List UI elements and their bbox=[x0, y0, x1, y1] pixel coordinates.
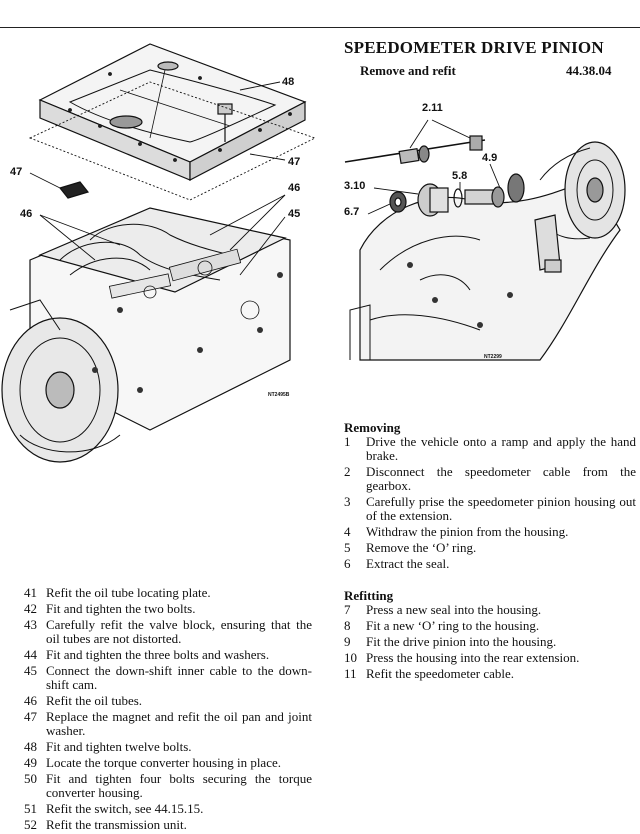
callout-45: 45 bbox=[288, 208, 301, 220]
callout-4-9: 4.9 bbox=[482, 152, 498, 164]
callout-6-7: 6.7 bbox=[344, 206, 360, 218]
callout-47-pan: 47 bbox=[288, 156, 301, 168]
operation-code: 44.38.04 bbox=[566, 63, 612, 78]
callout-46-left: 46 bbox=[20, 208, 33, 220]
operation-label: Remove and refit bbox=[360, 63, 456, 78]
callout-5-8: 5.8 bbox=[452, 170, 468, 182]
right-figure-reference: NT2299 bbox=[484, 354, 502, 360]
page-title: SPEEDOMETER DRIVE PINION bbox=[344, 38, 604, 57]
top-rule bbox=[0, 27, 640, 28]
removing-heading: Removing bbox=[344, 420, 401, 435]
refitting-heading: Refitting bbox=[344, 588, 394, 603]
transmission-oil-pan-illustration: 48 47 47 46 46 45 NT2495B bbox=[0, 30, 320, 470]
callout-46-right: 46 bbox=[288, 182, 301, 194]
callout-2-11: 2.11 bbox=[422, 102, 443, 114]
speedometer-pinion-illustration: 2.11 4.9 3.10 5.8 6.7 NT2299 bbox=[340, 90, 640, 370]
callout-47-magnet: 47 bbox=[10, 166, 23, 178]
callout-3-10: 3.10 bbox=[344, 180, 366, 192]
callout-48: 48 bbox=[282, 76, 295, 88]
left-figure-reference: NT2495B bbox=[268, 392, 290, 398]
